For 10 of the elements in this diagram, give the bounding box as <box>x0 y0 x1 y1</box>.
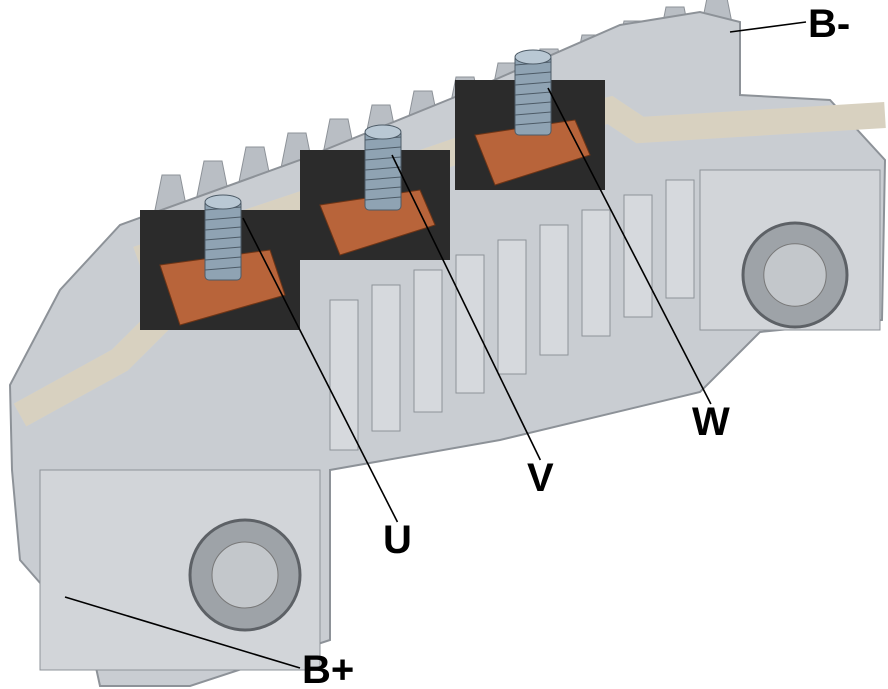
terminal-label: V <box>527 458 554 498</box>
terminal-label: B+ <box>302 650 354 689</box>
leader-line <box>64 596 300 669</box>
terminal-label: W <box>692 402 730 442</box>
leader-line <box>547 88 712 404</box>
leader-line <box>730 21 806 33</box>
terminal-label: U <box>383 520 412 560</box>
leader-line <box>391 154 542 460</box>
leader-line <box>242 218 398 522</box>
terminal-label: B- <box>808 4 850 44</box>
